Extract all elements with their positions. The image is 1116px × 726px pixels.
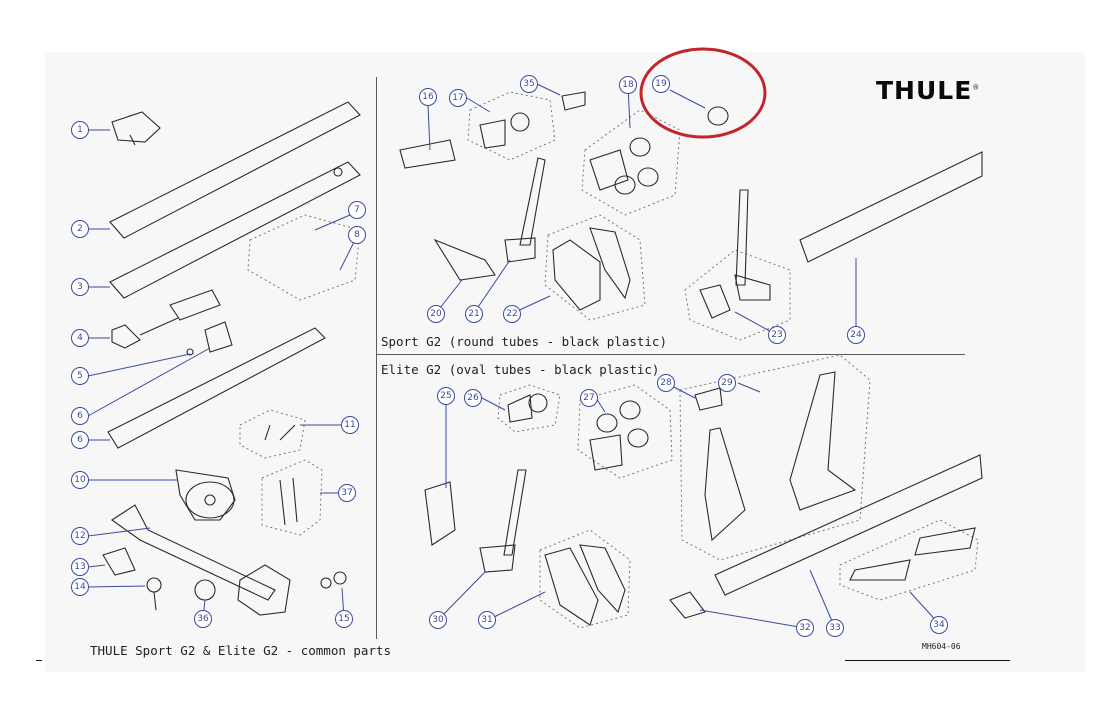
callout-part-14: 14 — [71, 578, 89, 596]
callout-part-4: 4 — [71, 329, 89, 347]
callout-part-25: 25 — [437, 387, 455, 405]
elite-g2-section-label: Elite G2 (oval tubes - black plastic) — [381, 362, 660, 377]
callout-part-1: 1 — [71, 121, 89, 139]
callout-part-18: 18 — [619, 76, 637, 94]
callout-part-21: 21 — [465, 305, 483, 323]
brand-registered-mark: ® — [972, 83, 981, 92]
callout-part-27: 27 — [580, 389, 598, 407]
leader-lines — [87, 83, 941, 629]
callout-part-10: 10 — [71, 471, 89, 489]
callout-part-6b: 6 — [71, 431, 89, 449]
callout-part-13: 13 — [71, 558, 89, 576]
callout-part-30: 30 — [429, 611, 447, 629]
callout-part-17: 17 — [449, 89, 467, 107]
bottom-rule-left — [36, 660, 42, 661]
callout-part-31: 31 — [478, 611, 496, 629]
callout-part-37: 37 — [338, 484, 356, 502]
callout-part-6a: 6 — [71, 407, 89, 425]
callout-part-2: 2 — [71, 220, 89, 238]
callout-part-7: 7 — [348, 201, 366, 219]
thule-logo: THULE® — [876, 76, 980, 105]
callout-part-23: 23 — [768, 326, 786, 344]
callout-part-5: 5 — [71, 367, 89, 385]
brand-wordmark: THULE — [876, 76, 973, 105]
vertical-divider — [376, 77, 377, 639]
elite-g2-parts — [424, 371, 983, 626]
callout-part-15: 15 — [335, 610, 353, 628]
common-parts-section-label: THULE Sport G2 & Elite G2 - common parts — [90, 643, 392, 658]
sport-g2-parts — [399, 91, 983, 319]
callout-part-36: 36 — [194, 610, 212, 628]
callout-part-32: 32 — [796, 619, 814, 637]
highlight-circle-part-19 — [639, 47, 767, 139]
callout-part-20: 20 — [427, 305, 445, 323]
callout-part-8: 8 — [348, 226, 366, 244]
callout-part-11: 11 — [341, 416, 359, 434]
callout-part-28: 28 — [657, 374, 675, 392]
callout-part-33: 33 — [826, 619, 844, 637]
callout-part-3: 3 — [71, 278, 89, 296]
horizontal-divider — [377, 354, 965, 355]
parts-diagram-sheet — [45, 52, 1085, 672]
group-outlines — [239, 91, 979, 629]
callout-part-34: 34 — [930, 616, 948, 634]
callout-part-24: 24 — [847, 326, 865, 344]
sport-g2-section-label: Sport G2 (round tubes - black plastic) — [381, 334, 667, 349]
callout-part-16: 16 — [419, 88, 437, 106]
callout-part-29: 29 — [718, 374, 736, 392]
callout-part-22: 22 — [503, 305, 521, 323]
callout-part-26: 26 — [464, 389, 482, 407]
callout-part-12: 12 — [71, 527, 89, 545]
left-column-parts — [102, 101, 361, 616]
callout-part-19: 19 — [652, 75, 670, 93]
sheet-code: MH604-06 — [922, 642, 961, 651]
callout-part-35: 35 — [520, 75, 538, 93]
bottom-rule-right — [845, 660, 1010, 661]
